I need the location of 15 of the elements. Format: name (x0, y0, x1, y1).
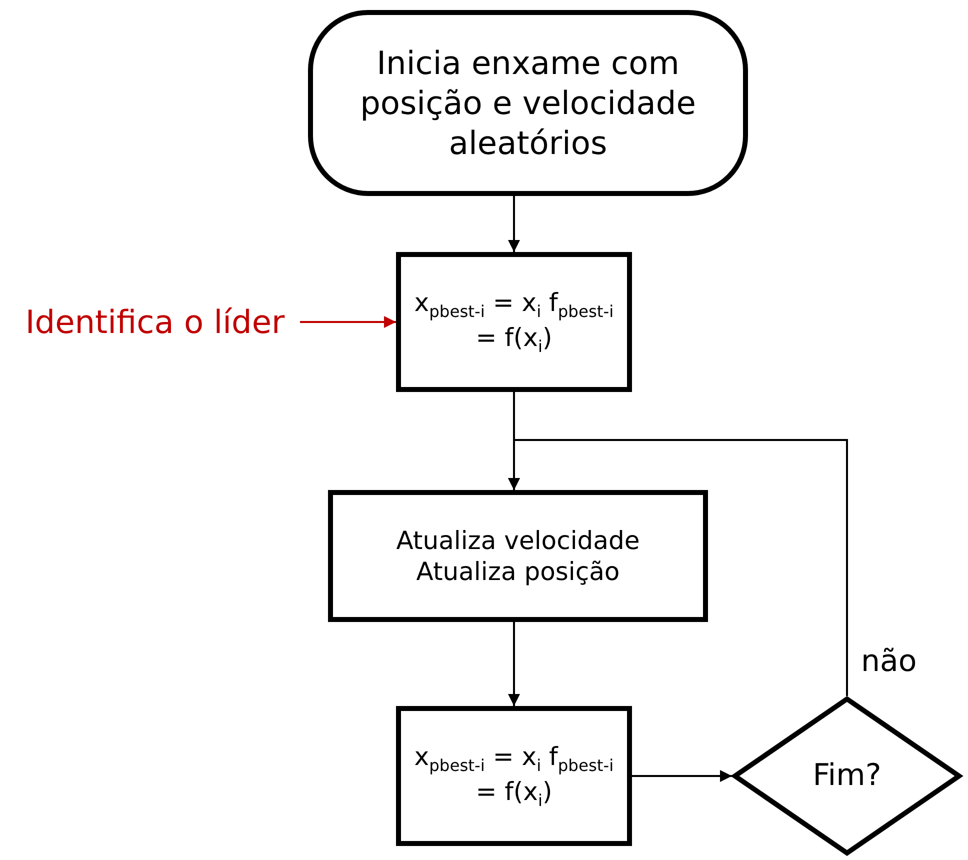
node-label: x$_{pbest-i}$ = x$_{i}$ f$_{pbest-i}$ = f(x$_{i}$) (413, 740, 615, 812)
node-label: x$_{pbest-i}$ = x$_{i}$ f$_{pbest-i}$ = f(x$_{i}$) (413, 286, 615, 358)
process-box (396, 706, 632, 846)
arrow (508, 622, 520, 706)
annotation-text: Identifica o líder (25, 302, 285, 342)
process-box (396, 252, 632, 392)
start-terminal (308, 10, 748, 196)
process-box (328, 490, 708, 622)
node-label: Fim? (812, 757, 882, 795)
node-label: Inicia enxame com posição e velocidade aleatórios (359, 43, 697, 163)
node-label: Atualiza velocidade Atualiza posição (395, 524, 641, 588)
arrow (300, 316, 396, 328)
arrow (508, 439, 848, 696)
arrow (508, 196, 520, 252)
arrow (632, 770, 732, 782)
